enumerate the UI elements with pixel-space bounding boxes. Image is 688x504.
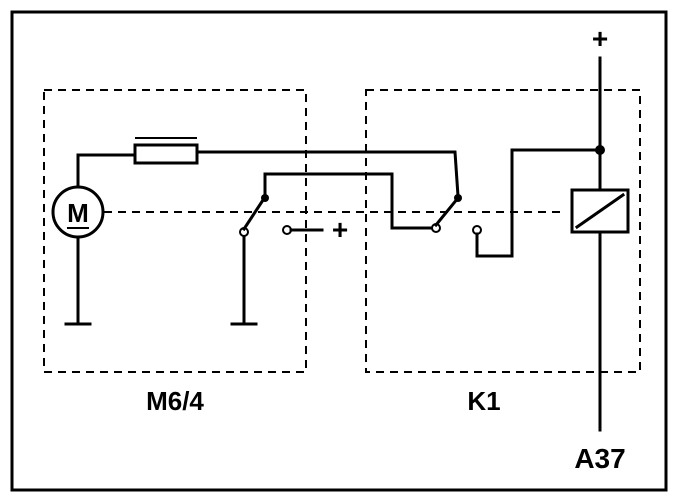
plus-terminal-left: + xyxy=(332,214,348,245)
plus-terminal-top: + xyxy=(592,23,608,54)
motor-symbol: M xyxy=(51,185,105,239)
motor-feed-wire xyxy=(76,153,137,189)
label-m6-4: M6/4 xyxy=(146,386,204,416)
outer-frame xyxy=(10,10,668,492)
m6-4-dashed-box xyxy=(43,89,307,373)
label-k1: K1 xyxy=(467,386,500,416)
label-a37: A37 xyxy=(574,443,625,474)
fuse-resistor xyxy=(133,143,199,165)
k1-dashed-box xyxy=(365,89,641,373)
switch-to-relay-wire xyxy=(263,172,434,230)
fuse-to-relay-wire xyxy=(195,150,460,198)
supply-junction xyxy=(595,145,605,155)
k1-relay-contacts xyxy=(431,148,602,258)
motor-letter: M xyxy=(67,198,89,228)
m6-4-switch xyxy=(230,172,434,326)
relay-coil xyxy=(570,188,630,234)
